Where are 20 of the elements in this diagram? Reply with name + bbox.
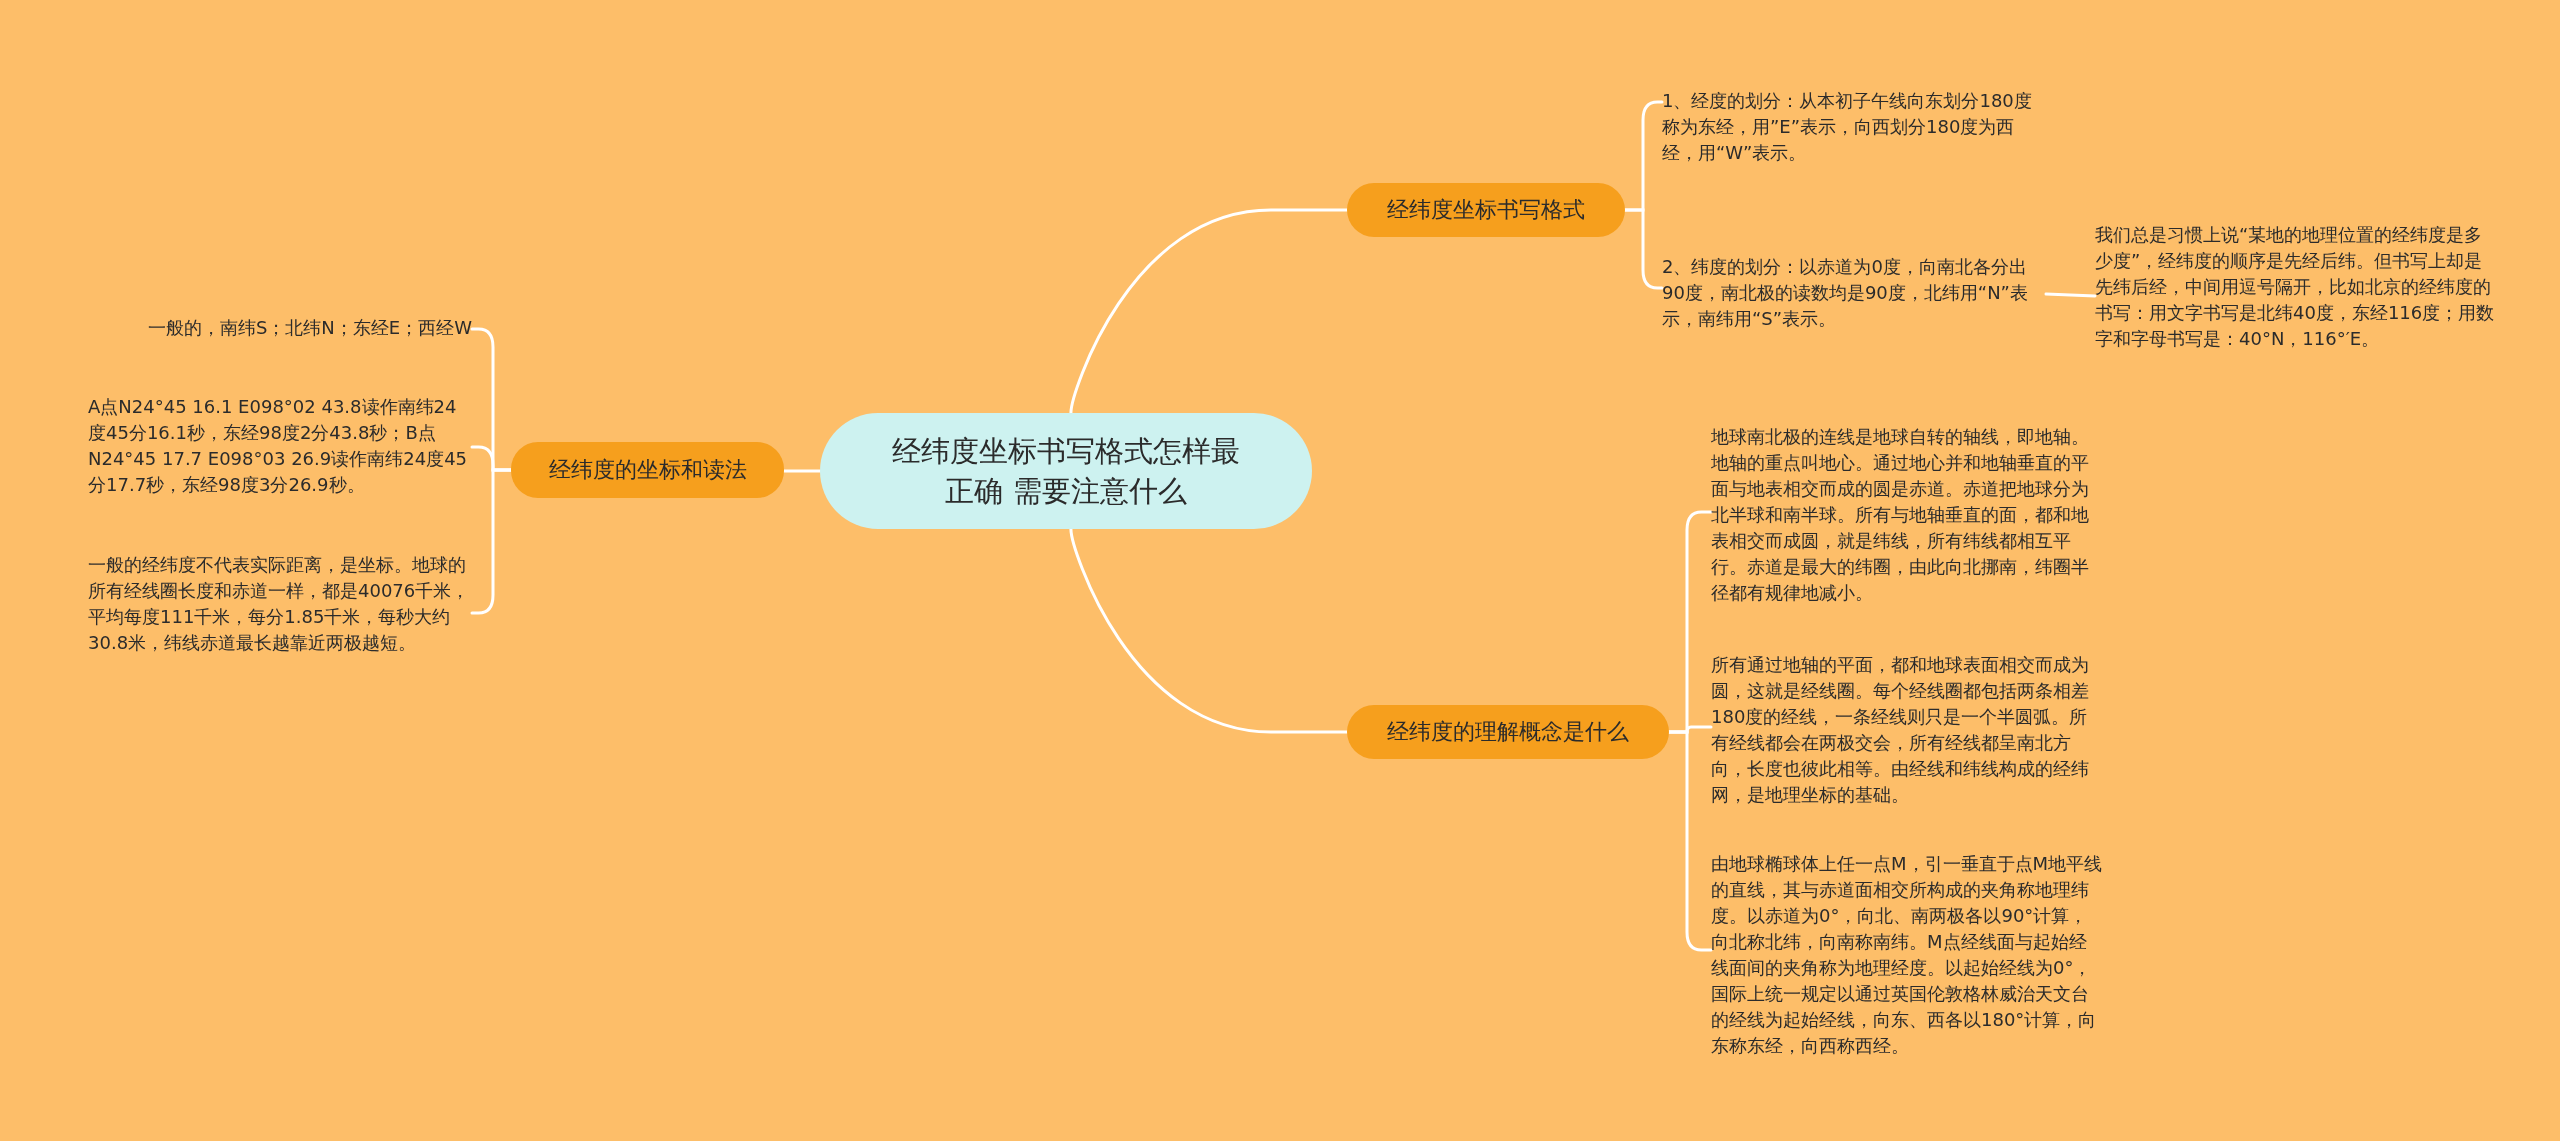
note-text: A点N24°45 16.1 E098°02 43.8读作南纬24度45分16.1秒，东经98度2分43.8秒；B点N24°45 17.7 E098°03 26.9读作南纬24度45分17.7秒，东经98度3分26.9秒。: [88, 394, 472, 500]
topic-bubble: 经纬度坐标书写格式: [1347, 183, 1625, 237]
topic-bubble: 经纬度的坐标和读法: [511, 442, 784, 498]
note-text: 1、经度的划分：从本初子午线向东划分180度称为东经，用”E”表示，向西划分180度为西经，用“W”表示。: [1662, 88, 2046, 168]
connector-line: [1069, 527, 1349, 734]
note-text: 一般的，南纬S；北纬N；东经E；西经W: [100, 315, 472, 343]
note-text: 地球南北极的连线是地球自转的轴线，即地轴。地轴的重点叫地心。通过地心并和地轴垂直的平面与地表相交而成的圆是赤道。赤道把地球分为北半球和南半球。所有与地轴垂直的面，都和地表相交而成圆，就是纬线，所有纬线都相互平行。赤道是最大的纬圈，由此向北挪南，纬圈半径都有规律地减小。: [1711, 424, 2103, 606]
topic-bubble: 经纬度的理解概念是什么: [1347, 705, 1669, 759]
note-text: 2、纬度的划分：以赤道为0度，向南北各分出90度，南北极的读数均是90度，北纬用“N”表示，南纬用“S”表示。: [1662, 254, 2046, 334]
note-text: 我们总是习惯上说“某地的地理位置的经纬度是多少度”，经纬度的顺序是先经后纬。但书写上却是先纬后经，中间用逗号隔开，比如北京的经纬度的书写：用文字书写是北纬40度，东经116度；用数字和字母书写是：40°N，116°′E。: [2095, 222, 2495, 372]
note-text: 所有通过地轴的平面，都和地球表面相交而成为圆，这就是经线圈。每个经线圈都包括两条相差180度的经线，一条经线则只是一个半圆弧。所有经线都会在两极交会，所有经线都呈南北方向，长度也彼此相等。由经线和纬线构成的经纬网，是地理坐标的基础。: [1711, 652, 2103, 808]
connector-line: [1069, 208, 1349, 415]
note-text: 一般的经纬度不代表实际距离，是坐标。地球的所有经线圈长度和赤道一样，都是40076千米，平均每度111千米，每分1.85千米，每秒大约30.8米，纬线赤道最长越靠近两极越短。: [88, 552, 472, 684]
connector-line: [782, 469, 822, 473]
connector-line: [1623, 208, 1664, 290]
central-topic-bubble: 经纬度坐标书写格式怎样最正确 需要注意什么: [820, 413, 1312, 529]
connector-line: [470, 468, 513, 615]
connector-line: [2044, 292, 2097, 298]
note-text: 由地球椭球体上任一点M，引一垂直于点M地平线的直线，其与赤道面相交所构成的夹角称地理纬度。以赤道为0°，向北、南两极各以90°计算，向北称北纬，向南称南纬。M点经线面与起始经线面间的夹角称为地理经度。以起始经线为0°，国际上统一规定以通过英国伦敦格林威治天文台的经线为起始经线，向东、西各以180°计算，向东称东经，向西称西经。: [1711, 851, 2103, 1059]
connector-line: [1667, 730, 1713, 952]
